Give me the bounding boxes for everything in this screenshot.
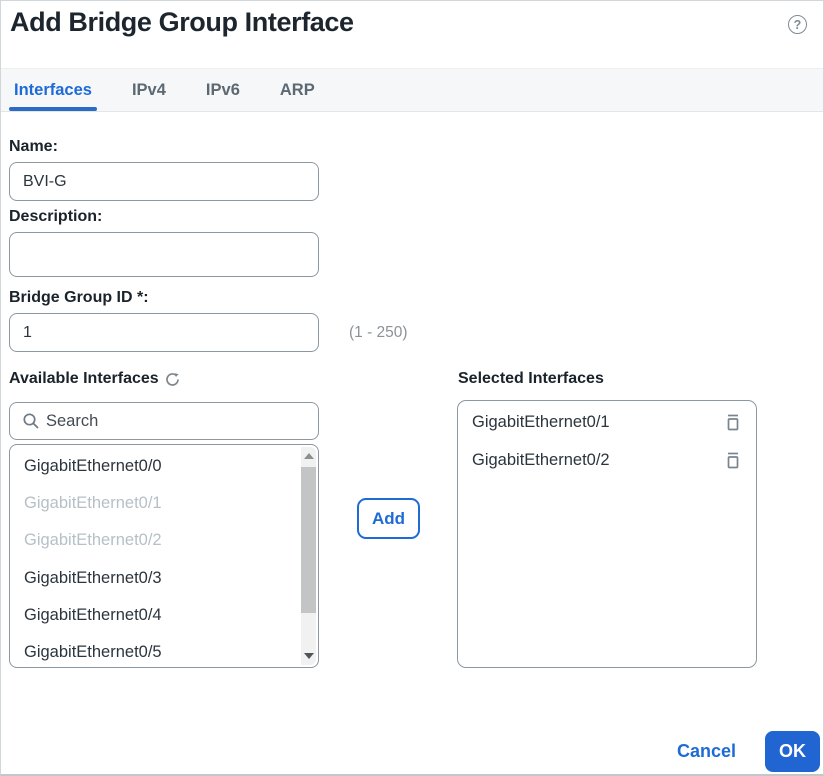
bridge-group-id-label: Bridge Group ID *:	[9, 289, 149, 306]
delete-gigabitethernet0-1-button[interactable]	[723, 413, 743, 433]
tab-ipv4[interactable]: IPv4	[131, 69, 167, 111]
selected-item-row: GigabitEthernet0/2	[458, 442, 756, 480]
selected-item-gigabitethernet0-2: GigabitEthernet0/2	[472, 450, 610, 469]
dialog-title: Add Bridge Group Interface	[10, 7, 354, 37]
scroll-up-arrow-icon[interactable]	[301, 447, 316, 465]
available-item-gigabitethernet0-3[interactable]: GigabitEthernet0/3	[24, 568, 162, 587]
name-label: Name:	[9, 138, 58, 155]
list-scrollbar[interactable]	[301, 447, 316, 665]
tab-interfaces[interactable]: Interfaces	[9, 69, 97, 111]
tab-interfaces-label: Interfaces	[14, 80, 92, 99]
available-item-gigabitethernet0-4[interactable]: GigabitEthernet0/4	[24, 605, 162, 624]
delete-gigabitethernet0-2-button[interactable]	[723, 450, 743, 470]
search-input[interactable]	[46, 403, 310, 439]
cancel-button[interactable]: Cancel	[676, 741, 736, 761]
available-item-gigabitethernet0-5[interactable]: GigabitEthernet0/5	[24, 643, 162, 662]
ok-button[interactable]: OK	[765, 731, 820, 772]
available-interfaces-label: Available Interfaces	[9, 370, 159, 387]
bridge-group-id-field[interactable]	[9, 313, 319, 352]
scrollbar-thumb[interactable]	[301, 467, 316, 613]
tab-ipv4-label: IPv4	[131, 80, 166, 99]
tab-ipv6[interactable]: IPv6	[205, 69, 241, 111]
help-icon[interactable]: ?	[788, 15, 807, 34]
tab-arp-label: ARP	[279, 80, 315, 99]
tab-arp[interactable]: ARP	[279, 69, 316, 111]
available-search-box	[9, 402, 319, 440]
available-item-gigabitethernet0-1: GigabitEthernet0/1	[24, 494, 162, 513]
add-button[interactable]: Add	[357, 498, 420, 539]
trash-icon	[727, 452, 739, 469]
available-item-gigabitethernet0-2: GigabitEthernet0/2	[24, 531, 162, 550]
selected-item-row: GigabitEthernet0/1	[458, 404, 756, 442]
available-interfaces-list: GigabitEthernet0/0 GigabitEthernet0/1 Gi…	[9, 444, 319, 668]
available-item-gigabitethernet0-0[interactable]: GigabitEthernet0/0	[24, 457, 162, 476]
tab-ipv6-label: IPv6	[205, 80, 240, 99]
bridge-group-id-range-hint: (1 - 250)	[349, 324, 408, 341]
tab-bar: Interfaces IPv4 IPv6 ARP	[1, 68, 823, 112]
selected-interfaces-list: GigabitEthernet0/1 GigabitEthernet0/2	[457, 400, 757, 668]
name-field[interactable]	[9, 162, 319, 201]
description-label: Description:	[9, 208, 103, 225]
trash-icon	[727, 414, 739, 431]
selected-interfaces-label: Selected Interfaces	[458, 370, 604, 387]
search-icon	[23, 413, 39, 429]
description-field[interactable]	[9, 232, 319, 277]
scroll-down-arrow-icon[interactable]	[301, 647, 316, 665]
selected-item-gigabitethernet0-1: GigabitEthernet0/1	[472, 413, 610, 432]
refresh-icon[interactable]	[164, 371, 181, 388]
